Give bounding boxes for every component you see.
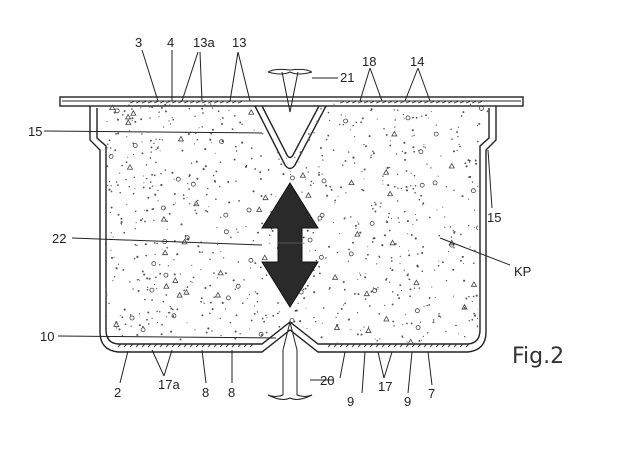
label-21: 21	[340, 70, 354, 85]
label-20: 20	[320, 373, 334, 388]
label-14: 14	[410, 54, 424, 69]
label-18: 18	[362, 54, 376, 69]
label-15-left: 15	[28, 124, 42, 139]
top-notch-inner	[261, 105, 320, 159]
label-3: 3	[135, 35, 142, 50]
figure-label: Fig.2	[512, 344, 564, 369]
label-8-a: 8	[202, 385, 209, 400]
label-13a: 13a	[193, 35, 215, 50]
label-17: 17	[378, 379, 392, 394]
label-17a: 17a	[158, 377, 180, 392]
label-13: 13	[232, 35, 246, 50]
label-9-a: 9	[347, 394, 354, 409]
label-kp: KP	[514, 264, 531, 279]
label-4: 4	[167, 35, 174, 50]
label-8-b: 8	[228, 385, 235, 400]
arrow-21	[267, 68, 313, 113]
arrow-20	[267, 321, 313, 400]
label-9-b: 9	[404, 394, 411, 409]
label-2: 2	[114, 385, 121, 400]
label-10: 10	[40, 329, 54, 344]
label-15-right: 15	[487, 210, 501, 225]
bottom-layer	[117, 101, 483, 348]
leader-lines	[43, 49, 511, 394]
label-22: 22	[52, 231, 66, 246]
double-arrow-22	[261, 182, 319, 308]
label-7: 7	[428, 386, 435, 401]
top-notch	[254, 105, 327, 170]
